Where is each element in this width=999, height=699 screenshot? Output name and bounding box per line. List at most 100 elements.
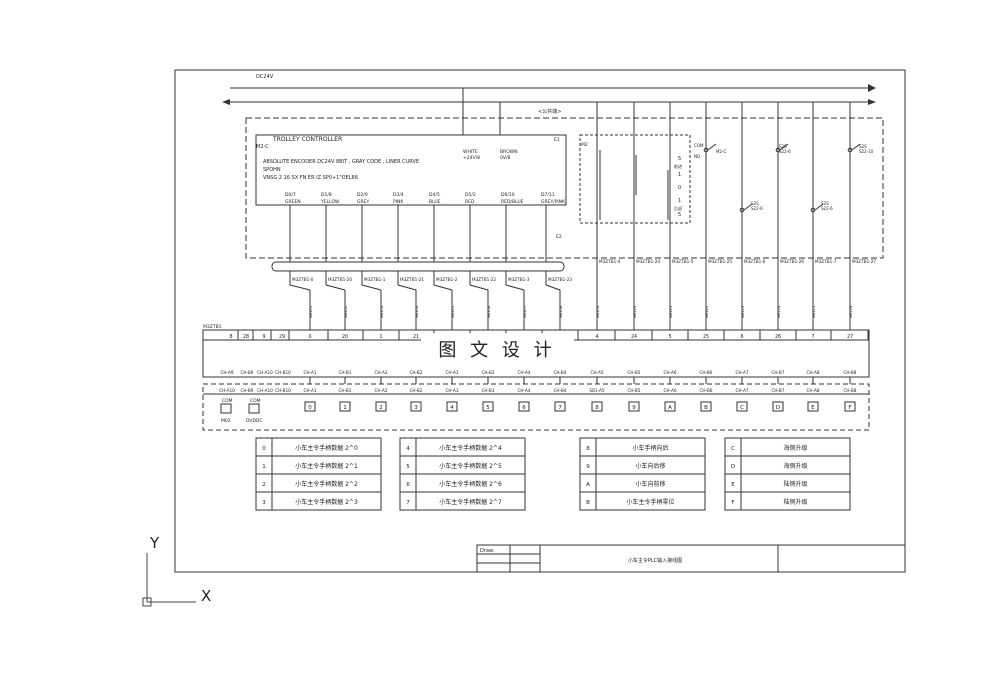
cable-tag: SB113	[740, 305, 745, 318]
controller-boundary	[245, 117, 884, 259]
wire-number-label: M3ZTB1-3	[508, 277, 530, 282]
switch1-sub: S22-6	[751, 206, 763, 211]
wire-number-label: M3ZTB1-7	[815, 259, 837, 264]
encoder-box	[255, 134, 567, 206]
switch-blade	[814, 203, 824, 211]
wire-number-label: M3ZTB1-5	[672, 259, 694, 264]
encoder-pin-label: D3/4	[393, 192, 404, 198]
switch3-label: S2S	[821, 201, 829, 206]
cable-tag: SB114	[776, 305, 781, 318]
e1-label: E1	[554, 137, 560, 143]
terminal-number: 27	[847, 334, 853, 340]
brown-wire-label: BROWN	[500, 149, 518, 155]
ucs-y-label: Y	[149, 534, 160, 552]
terminal-number: 8	[229, 334, 232, 340]
wire-number-label: M3ZTB1-20	[328, 277, 352, 282]
input-index-label: 0	[308, 405, 312, 411]
input-index-label: 1	[343, 405, 347, 411]
switch4-label: S2S	[859, 144, 867, 149]
channel-label: CH-A6	[663, 370, 676, 375]
encoder-pin-color: GREY/PINK	[541, 199, 566, 205]
wire-number-label: M3ZTB1-24	[636, 259, 660, 264]
input-index-label: E	[811, 405, 815, 411]
cable-bundle	[271, 261, 565, 272]
switch3-sub: S22-6	[821, 206, 833, 211]
wire-number-label: M3ZTB1-0	[292, 277, 314, 282]
encoder-spec-line1: ABSOLUTE ENCODER DC24V 8BIT , GRAY CODE …	[263, 159, 419, 165]
switch-contact	[703, 147, 709, 153]
wire-number-label: M3ZTB1-26	[780, 259, 804, 264]
sheet-title: 小车主令PLC输入接线图	[628, 557, 682, 564]
channel-label: CH-A4	[517, 388, 530, 393]
input-index-label: 9	[632, 405, 636, 411]
switch-contact	[810, 207, 816, 213]
com-label-2: COM	[250, 398, 261, 404]
terminal-number: 7	[811, 334, 814, 340]
legend-key: 6	[406, 482, 410, 488]
channel-label: CH-A4	[517, 370, 530, 375]
controller-title: TROLLEY CONTROLLER	[272, 136, 342, 143]
input-index-label: 5	[486, 405, 490, 411]
terminal-number: 29	[279, 334, 285, 340]
plc-input-module	[202, 383, 870, 431]
input-index-label: 2	[379, 405, 383, 411]
channel-label: CH-B4	[554, 388, 567, 393]
terminal-number: 26	[775, 334, 781, 340]
legend-value: 陆侧升级	[783, 480, 807, 488]
channel-label: CH-A3	[445, 370, 458, 375]
wire-number-label: M3ZTB1-27	[852, 259, 876, 264]
channel-label: CH-B7	[772, 370, 785, 375]
channel-label: CH-A8	[806, 388, 819, 393]
cable-tag: SB109	[595, 305, 600, 318]
channel-label: CH-A2	[374, 388, 387, 393]
encoder-pin-label: D7/11	[541, 192, 555, 198]
channel-label: CH-A7	[735, 370, 748, 375]
encoder-pin-color: PINK	[393, 199, 404, 205]
legend-key: 1	[262, 464, 266, 470]
input-index-label: 6	[522, 405, 526, 411]
channel-label: CH-B7	[772, 388, 785, 393]
switch-contact	[847, 147, 853, 153]
bundle-wire	[505, 284, 525, 291]
channel-label: CH-B10	[275, 370, 291, 375]
channel-label: CH-B5	[628, 388, 641, 393]
input-index-box	[807, 401, 819, 412]
channel-label: CH-B2	[410, 370, 423, 375]
cable-tag: SB111	[668, 305, 673, 318]
switch-blade	[743, 203, 753, 211]
selector-tag: M2	[581, 142, 588, 148]
wire-number-label: M3ZTB1-23	[548, 277, 572, 282]
terminal-number: 6	[740, 334, 743, 340]
legend-key: 4	[406, 446, 410, 452]
switch4-sub: S22-10	[859, 149, 874, 154]
input-index-box	[482, 401, 494, 412]
encoder-pin-color: GREY	[357, 199, 369, 205]
drawn-label: Draw.	[480, 548, 495, 554]
white-wire-label: WHITE	[463, 149, 478, 155]
title-block	[476, 544, 906, 573]
cable-tag: SB110	[632, 305, 637, 318]
controller-tag: M2-C	[256, 144, 269, 150]
input-index-box	[628, 401, 640, 412]
input-index-box	[375, 401, 387, 412]
channel-label: CH-A1	[303, 388, 316, 393]
com-terminal-box	[220, 403, 232, 414]
legend-value: 小车主令手柄数据 2^7	[439, 498, 502, 506]
channel-label: CH-A7	[735, 388, 748, 393]
channel-label: CH-B3	[482, 370, 495, 375]
channel-label: CH-B10	[275, 388, 291, 393]
input-index-label: F	[848, 405, 851, 411]
legend-value: 小车主令手柄零位	[626, 498, 674, 506]
side-right-label: 后退	[674, 205, 682, 211]
pos-1b: 1	[678, 198, 681, 204]
encoder-pin-color: GREEN	[285, 199, 301, 205]
legend-value: 小车向后移	[635, 462, 665, 470]
wire-number-label: M3ZTB1-2	[436, 277, 458, 282]
legend-key: F	[731, 500, 734, 506]
channel-label: CH-B3	[482, 388, 495, 393]
selector-box	[579, 134, 691, 224]
